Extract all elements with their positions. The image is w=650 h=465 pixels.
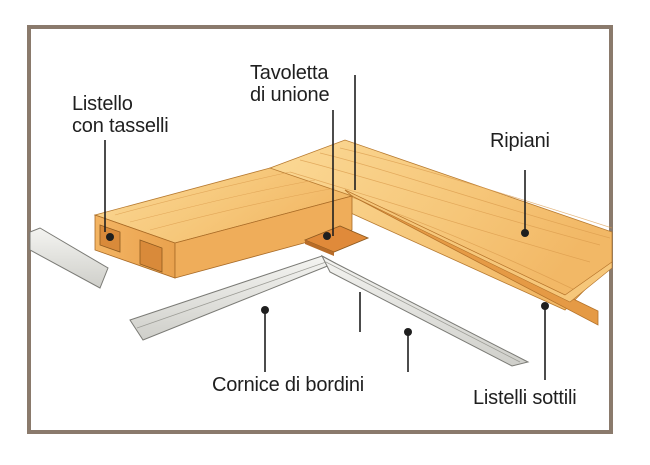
listello-side xyxy=(174,195,353,279)
cornice-right-piece xyxy=(320,254,530,367)
leader-lines xyxy=(104,75,546,380)
label-ripiani: Ripiani xyxy=(490,130,550,152)
cornice-groove xyxy=(136,261,521,363)
label-listelli-sottili: Listelli sottili xyxy=(473,387,577,409)
leader-dots xyxy=(106,229,549,336)
diagram-frame xyxy=(27,25,613,434)
ripiani-grain xyxy=(289,147,613,291)
tavoletta-plate-edge xyxy=(305,240,334,256)
label-listello-line2: con tasselli xyxy=(72,115,169,137)
label-tavoletta-line2: di unione xyxy=(250,84,330,106)
listello-grain xyxy=(114,171,336,231)
label-cornice: Cornice di bordini xyxy=(212,374,365,396)
cornice-left-piece xyxy=(29,227,109,289)
label-listello: Listello con tasselli xyxy=(72,93,169,137)
tassello-right xyxy=(139,239,163,273)
label-listello-line1: Listello xyxy=(72,93,133,115)
label-tavoletta-line1: Tavoletta xyxy=(250,62,329,84)
label-tavoletta: Tavoletta di unione xyxy=(250,62,330,106)
tavoletta-plate xyxy=(303,225,370,253)
